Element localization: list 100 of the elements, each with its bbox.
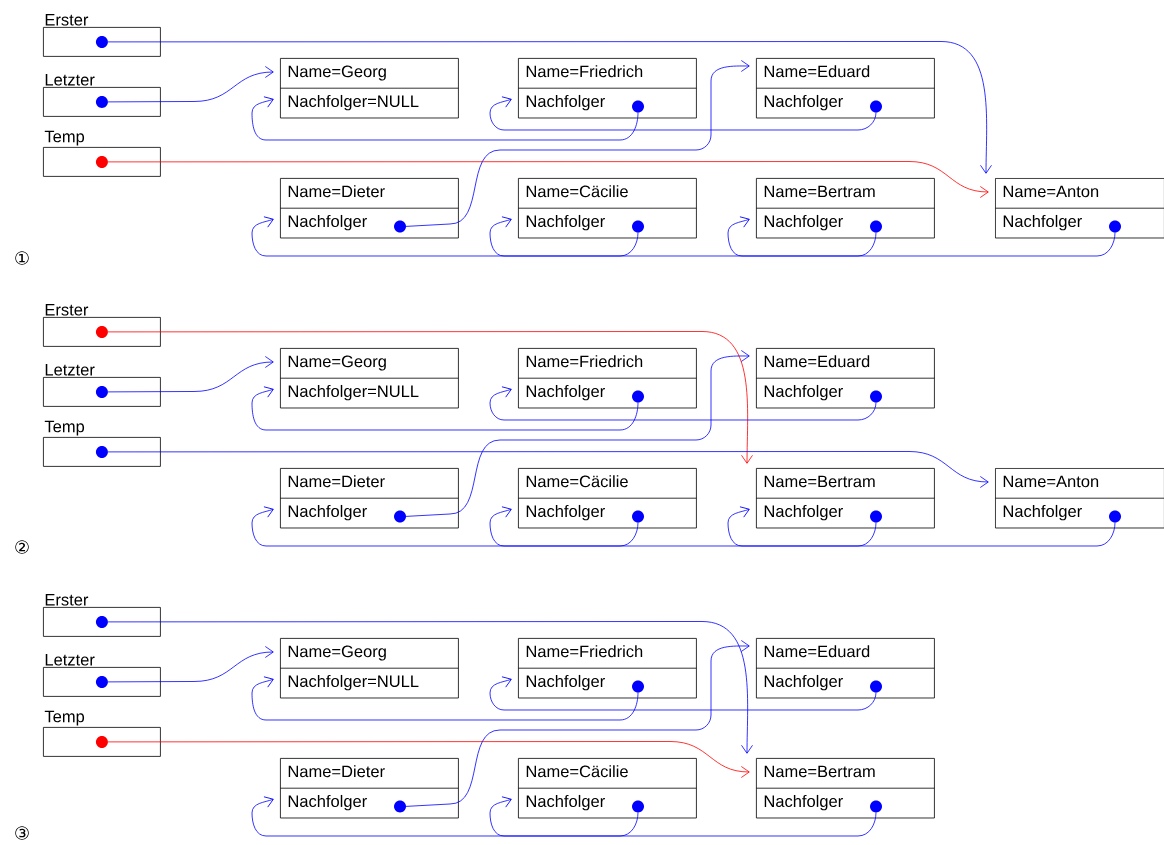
arrow xyxy=(107,451,989,488)
pointer-box: Temp xyxy=(43,130,161,177)
pointer-box: Letzter xyxy=(43,654,161,697)
node-label: Name=Cäcilie xyxy=(526,765,628,778)
arrow xyxy=(107,161,989,198)
node-label: Temp xyxy=(44,710,85,726)
arrow xyxy=(405,350,750,517)
node-label: Nachfolger xyxy=(526,504,605,521)
arrow xyxy=(489,506,877,547)
arrow xyxy=(489,216,877,257)
node-label: Nachfolger xyxy=(526,674,605,691)
arrow xyxy=(727,216,1116,257)
arrow xyxy=(727,506,1116,547)
node-label: Name=Friedrich xyxy=(526,645,643,658)
pointer-box: Erster xyxy=(43,594,161,637)
pointer-box: Temp xyxy=(43,420,161,467)
pointer-box: Erster xyxy=(43,304,161,347)
node-label: Nachfolger xyxy=(288,504,367,521)
arrow xyxy=(489,386,877,421)
arrow xyxy=(489,796,877,837)
record-box: Name=Georg Nachfolger=NULL xyxy=(280,58,459,119)
record-box: Name=Cäcilie Nachfolger xyxy=(518,178,697,239)
node-label: Name=Anton xyxy=(1003,185,1099,198)
arrow xyxy=(251,796,639,837)
node-label: Letzter xyxy=(45,654,95,666)
node-label: Name=Bertram xyxy=(764,185,875,198)
node-label: Nachfolger xyxy=(764,214,843,231)
node-label: Nachfolger xyxy=(1003,504,1082,521)
node-label: Name=Eduard xyxy=(764,355,870,368)
node-label: Name=Cäcilie xyxy=(526,475,628,488)
arrow xyxy=(251,676,639,721)
arrow xyxy=(489,96,877,131)
record-box: Name=Eduard Nachfolger xyxy=(756,638,935,699)
node-label: Nachfolger xyxy=(764,794,843,811)
node-label: Letzter xyxy=(45,74,95,86)
panel-number: ② xyxy=(15,540,29,554)
record-box: Name=Anton Nachfolger xyxy=(995,178,1164,239)
node-label: Name=Bertram xyxy=(764,475,875,488)
arrow xyxy=(107,646,274,683)
record-box: Name=Eduard Nachfolger xyxy=(756,58,935,119)
node-label: Nachfolger xyxy=(764,504,843,521)
arrow xyxy=(107,66,274,103)
node-label: Nachfolger xyxy=(288,794,367,811)
node-label: Name=Bertram xyxy=(764,765,875,778)
node-label: Letzter xyxy=(45,364,95,376)
record-box: Name=Dieter Nachfolger xyxy=(280,468,459,529)
pointer-box: Temp xyxy=(43,710,161,757)
pointer-box: Letzter xyxy=(43,74,161,117)
node-label: Temp xyxy=(44,420,85,436)
arrow xyxy=(405,60,750,227)
panel-number: ① xyxy=(15,251,29,265)
record-box: Name=Friedrich Nachfolger xyxy=(518,58,697,119)
node-label: Name=Anton xyxy=(1003,475,1099,488)
arrow xyxy=(251,216,639,257)
node-label: Nachfolger xyxy=(288,214,367,231)
node-label: Nachfolger xyxy=(764,94,843,111)
node-label: Name=Eduard xyxy=(764,65,870,78)
record-box: Name=Dieter Nachfolger xyxy=(280,178,459,239)
node-label: Name=Dieter xyxy=(288,185,385,198)
arrow xyxy=(405,640,750,807)
node-label: Name=Friedrich xyxy=(526,65,643,78)
record-box: Name=Anton Nachfolger xyxy=(995,468,1164,529)
node-label: Name=Dieter xyxy=(288,475,385,488)
node-label: Nachfolger xyxy=(526,384,605,401)
node-label: Nachfolger xyxy=(526,214,605,231)
record-box: Name=Friedrich Nachfolger xyxy=(518,348,697,409)
node-label: Name=Dieter xyxy=(288,765,385,778)
record-box: Name=Bertram Nachfolger xyxy=(756,178,935,239)
arrow xyxy=(107,621,753,754)
record-box: Name=Cäcilie Nachfolger xyxy=(518,468,697,529)
arrow xyxy=(107,356,274,393)
pointer-box: Erster xyxy=(43,14,161,57)
node-label: Nachfolger xyxy=(764,674,843,691)
arrow xyxy=(107,41,992,174)
panel-number: ③ xyxy=(15,826,29,840)
arrow xyxy=(251,96,639,141)
record-box: Name=Bertram Nachfolger xyxy=(756,758,935,819)
node-label: Temp xyxy=(44,130,85,146)
node-label: Erster xyxy=(45,594,89,606)
record-box: Name=Cäcilie Nachfolger xyxy=(518,758,697,819)
node-label: Nachfolger xyxy=(1003,214,1082,231)
record-box: Name=Friedrich Nachfolger xyxy=(518,638,697,699)
arrow xyxy=(107,331,753,464)
record-box: Name=Georg Nachfolger=NULL xyxy=(280,348,459,409)
node-label: Name=Eduard xyxy=(764,645,870,658)
record-box: Name=Dieter Nachfolger xyxy=(280,758,459,819)
node-label: Name=Friedrich xyxy=(526,355,643,368)
record-box: Name=Eduard Nachfolger xyxy=(756,348,935,409)
pointer-box: Letzter xyxy=(43,364,161,407)
arrow xyxy=(251,386,639,431)
node-label: Nachfolger xyxy=(526,94,605,111)
node-label: Nachfolger xyxy=(764,384,843,401)
node-label: Nachfolger xyxy=(526,794,605,811)
arrow xyxy=(107,741,750,778)
node-label: Name=Cäcilie xyxy=(526,185,628,198)
arrow xyxy=(251,506,639,547)
arrow xyxy=(489,676,877,711)
node-label: Erster xyxy=(45,304,89,316)
record-box: Name=Georg Nachfolger=NULL xyxy=(280,638,459,699)
node-label: Erster xyxy=(45,14,89,26)
